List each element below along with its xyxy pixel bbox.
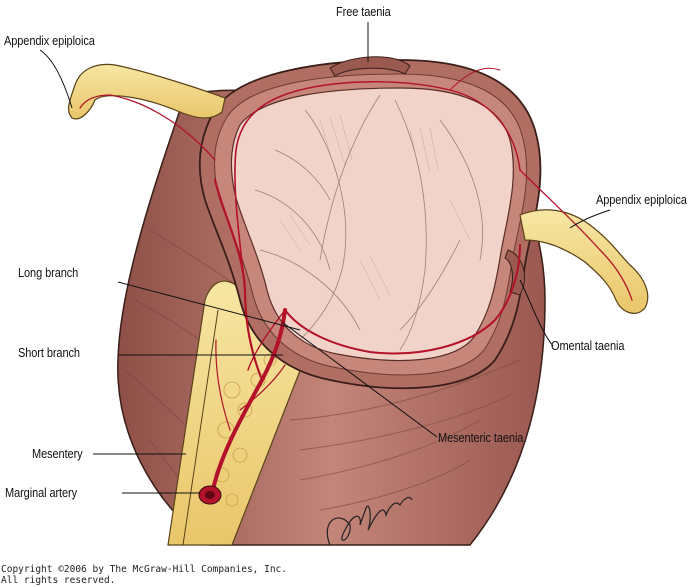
mucosa-lumen xyxy=(230,87,514,362)
label-appendix-epiploica-left: Appendix epiploica xyxy=(4,34,95,48)
label-appendix-epiploica-right: Appendix epiploica xyxy=(596,193,687,207)
label-marginal-artery: Marginal artery xyxy=(5,486,78,500)
free-taenia-band xyxy=(329,56,411,77)
label-short-branch: Short branch xyxy=(18,346,80,360)
copyright-line-1: Copyright ©2006 by The McGraw-Hill Compa… xyxy=(1,564,287,575)
label-omental-taenia: Omental taenia xyxy=(551,339,625,353)
label-free-taenia: Free taenia xyxy=(336,5,391,19)
leader-lines xyxy=(39,22,611,494)
appendix-epiploica-left xyxy=(67,63,226,120)
artist-signature xyxy=(326,496,413,546)
mucosal-folds xyxy=(254,94,483,351)
copyright-line-2: All rights reserved. xyxy=(1,575,116,586)
mucosa-hatching xyxy=(279,114,471,301)
appendix-epiploica-right xyxy=(519,209,649,314)
mesentery-fat-lobules xyxy=(214,353,277,507)
label-mesenteric-taenia: Mesenteric taenia xyxy=(438,431,524,445)
label-long-branch: Long branch xyxy=(18,266,79,280)
arteries xyxy=(79,67,633,497)
label-mesentery: Mesentery xyxy=(32,447,83,461)
